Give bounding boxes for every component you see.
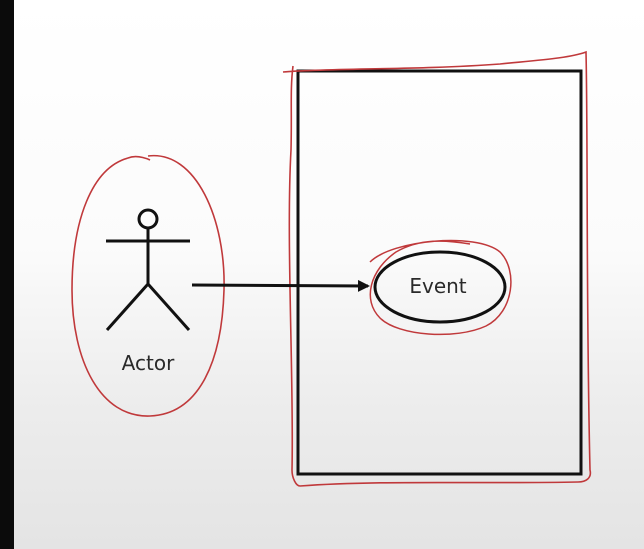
actor-label: Actor: [122, 351, 175, 375]
actor-annotation: [71, 155, 225, 417]
left-edge-bar: [0, 0, 14, 549]
system-boundary: [296, 69, 583, 476]
use-case-label: Event: [409, 274, 466, 298]
actor-head: [137, 208, 159, 230]
use-case-ellipse: [373, 250, 507, 324]
system-boundary-annotation: [282, 50, 592, 487]
use-case-annotation: [369, 239, 512, 336]
actor-right-leg: [146, 283, 191, 331]
actor-left-leg: [105, 283, 150, 331]
actor-figure: [105, 208, 191, 331]
association-arrow: [191, 279, 370, 292]
